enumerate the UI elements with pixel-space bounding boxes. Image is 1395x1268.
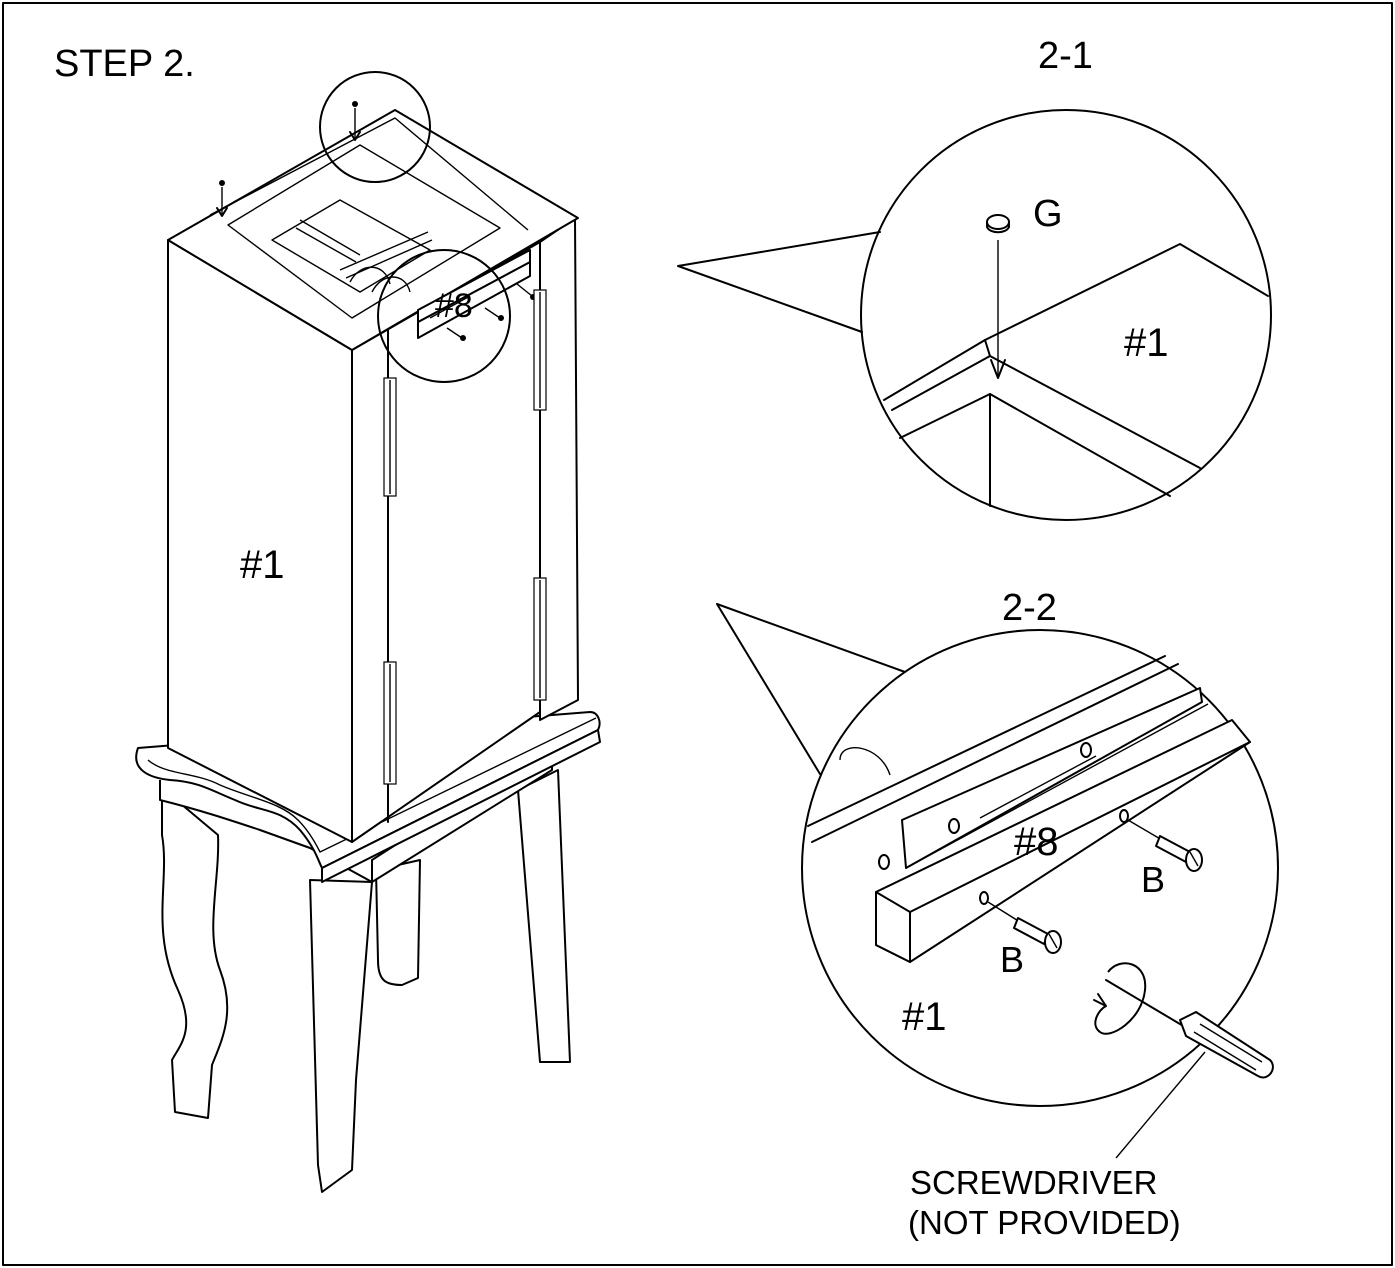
cap-g-top [986,214,1010,230]
insertion-arrow-head [990,359,1006,379]
screw-b-right [1127,819,1203,872]
detail-2-1: 2-1 G #1 [677,35,1272,521]
cap-g-body [986,221,1010,234]
tray-rings [349,266,411,293]
table-top-front-edge [321,729,601,883]
table-top-edge [147,717,597,853]
screwdriver [1105,979,1274,1079]
rail-hole-left [878,854,890,870]
ring-roll [839,747,891,776]
screw-b-left-label: B [1000,939,1024,980]
tray-edge-lines [807,655,1179,843]
tool-note-line-2: (NOT PROVIDED) [908,1204,1181,1241]
cap-insertion-markers [216,101,361,217]
step-title: STEP 2. [54,43,195,85]
rail-groove [429,295,471,319]
rail-top [417,249,531,323]
table-leg-back-left [161,787,229,1119]
table-leg-front [309,879,373,1193]
table-leg-right [517,769,571,1063]
detail-2-2-panel-label: #1 [902,995,947,1039]
rail-block-edge [909,741,1251,913]
panel-top-edge [883,243,1269,401]
screw-b-left [987,901,1062,954]
tray-divider-2 [339,231,433,279]
hinge-hole-2 [1080,742,1092,758]
screw-hole-right [1119,809,1129,823]
tool-note-line-1: SCREWDRIVER [910,1164,1158,1201]
detail-2-1-title: 2-1 [1038,35,1093,77]
rail-block-end [875,891,911,963]
cabinet-top-opening [227,144,501,319]
panel-lower-edge [899,393,1171,497]
detail-2-2: 2-2 #8 B B #1 [716,587,1279,1159]
hinge-plate [901,687,1203,869]
tray-divider-1 [295,219,361,263]
detail-2-2-callout [716,603,906,775]
main-rail-label: #8 [435,287,473,325]
screwdriver-leader [1115,1051,1206,1159]
table-leg-back-middle [375,859,421,986]
jewelry-armoire-illustration: #1 #8 [135,71,601,1193]
detail-2-2-title: 2-2 [1002,587,1057,629]
panel-front-edge [891,355,1201,469]
screw-b-right-label: B [1141,859,1165,900]
cap-g-label: G [1033,193,1063,235]
cabinet-top [167,109,579,351]
detail-2-2-circle [801,629,1279,1107]
rail-screws [446,283,536,341]
detail-2-1-circle [860,109,1272,521]
detail-2-1-panel-label: #1 [1124,321,1169,365]
rotation-arrow-head [1093,993,1107,1007]
table-apron [159,744,553,883]
detail-2-1-callout [677,231,881,333]
detail-marker-circle-2-2 [377,249,511,383]
tray-floor [271,199,431,293]
hinge-knuckle [979,755,1097,819]
door-hinges [383,289,547,785]
detail-2-2-rail-label: #8 [1014,820,1059,864]
hinge-pin-line [905,703,1209,869]
cabinet-top-rim [209,117,529,231]
panel-corner [984,339,991,357]
detail-marker-circle-2-1 [319,71,431,183]
screw-hole-left [979,891,989,905]
main-panel-label: #1 [240,543,285,587]
hinge-hole-1 [948,818,960,834]
